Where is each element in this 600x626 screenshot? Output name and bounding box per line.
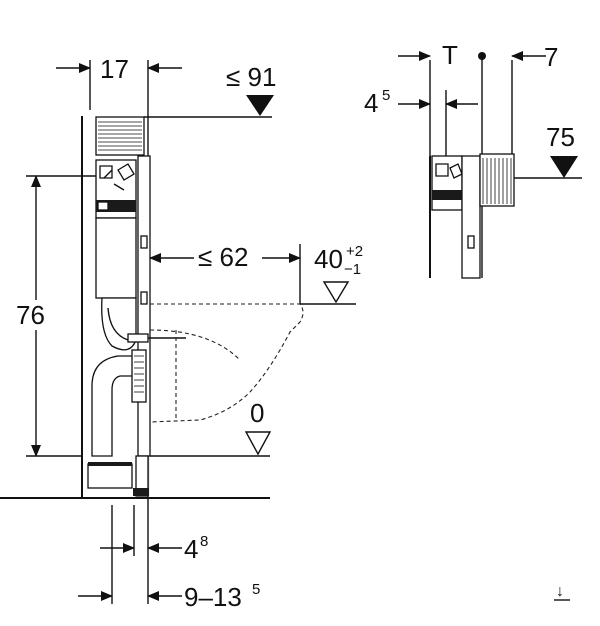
drain-pipe-cap (88, 462, 132, 466)
fixing-bolt (127, 333, 149, 343)
level-40-tol-minus: −1 (344, 261, 361, 278)
level-40-label: 40 (314, 244, 343, 274)
dim-7-label: 7 (544, 42, 558, 72)
cistern-band-mark (97, 201, 109, 211)
level-marker-0 (244, 431, 272, 456)
dim-76-label: 76 (16, 300, 45, 330)
dim-4-5-label: 4 (364, 88, 378, 118)
frame-foot-base (133, 488, 149, 496)
wc-bowl-inner (149, 329, 241, 420)
drain-bend (91, 355, 139, 457)
dim-75: 75 (546, 122, 578, 178)
level-0-label: 0 (250, 398, 264, 428)
dim-4-8-label: 4 (184, 534, 198, 564)
dim-91-label: ≤ 91 (226, 62, 276, 92)
dim-9-13-label: 9–13 (184, 582, 242, 612)
dim-4-5: 4 5 (364, 87, 478, 118)
dim-7: 7 (511, 42, 558, 72)
cistern-top-hatch (98, 121, 142, 151)
dim-76: 76 (16, 175, 96, 457)
dim-17-label: 17 (100, 54, 129, 84)
dim-9-13: 9–13 5 (78, 581, 260, 612)
level-marker-40 (322, 281, 350, 304)
wc-bowl-outline (149, 303, 304, 423)
main-side-view: 17 ≤ 91 76 ≤ 62 40 +2 −1 (0, 54, 363, 612)
detail-flush-plate (479, 153, 515, 207)
dim-9-13-sup: 5 (252, 581, 260, 598)
level-0: 0 (244, 398, 272, 456)
dim-91: ≤ 91 (226, 62, 276, 116)
detail-frame-rail (461, 155, 481, 279)
cistern-top (95, 116, 145, 156)
level-40-tol-plus: +2 (346, 243, 363, 260)
dim-4-8-sup: 8 (200, 533, 208, 550)
level-40: 40 +2 −1 (314, 243, 363, 304)
dim-17: 17 (56, 54, 182, 84)
valve-parts (99, 163, 135, 181)
frame-bracket-2 (140, 291, 148, 305)
dim-4-8: 4 8 (100, 533, 208, 564)
level-marker-75 (550, 156, 578, 178)
dim-T: T (398, 40, 458, 70)
dim-62-label: ≤ 62 (198, 242, 248, 272)
detail-view: T 7 4 5 75 (364, 40, 582, 279)
detail-axis-dot (478, 52, 486, 60)
dim-75-label: 75 (546, 122, 575, 152)
dim-4-5-sup: 5 (382, 87, 390, 104)
dim-T-label: T (442, 40, 458, 70)
level-marker-91 (246, 95, 274, 116)
drain-pipe-end (87, 463, 133, 489)
dim-62: ≤ 62 (149, 242, 301, 304)
frame-bracket-1 (140, 235, 148, 249)
cistern-tank (95, 217, 137, 299)
corner-arrow-icon: ↓ (556, 583, 564, 600)
frame-rail (137, 155, 151, 457)
drain-connector (131, 349, 147, 403)
